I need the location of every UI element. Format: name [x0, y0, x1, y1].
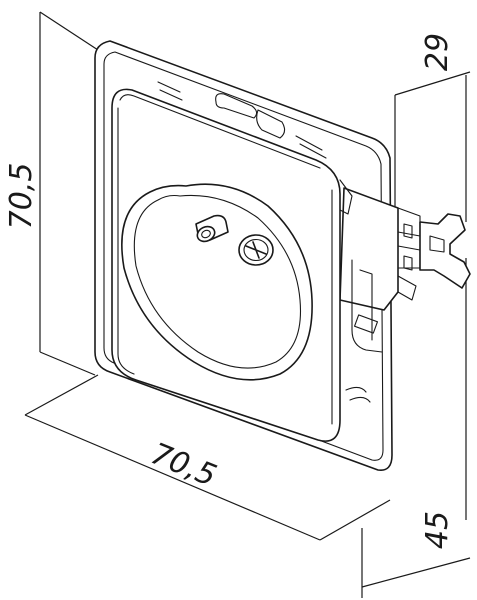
socket-recess — [121, 183, 313, 381]
center-screw — [238, 234, 274, 266]
total-depth-dimension-label: 45 — [420, 511, 455, 549]
height-dimension-label: 70,5 — [4, 163, 39, 230]
frame-fixings — [157, 81, 371, 403]
depth-dimension-label: 29 — [420, 33, 455, 71]
dimension-lines — [24, 11, 471, 598]
socket-mechanism — [339, 187, 471, 353]
width-dimension-label: 70,5 — [146, 436, 221, 493]
earth-pin — [195, 214, 229, 243]
